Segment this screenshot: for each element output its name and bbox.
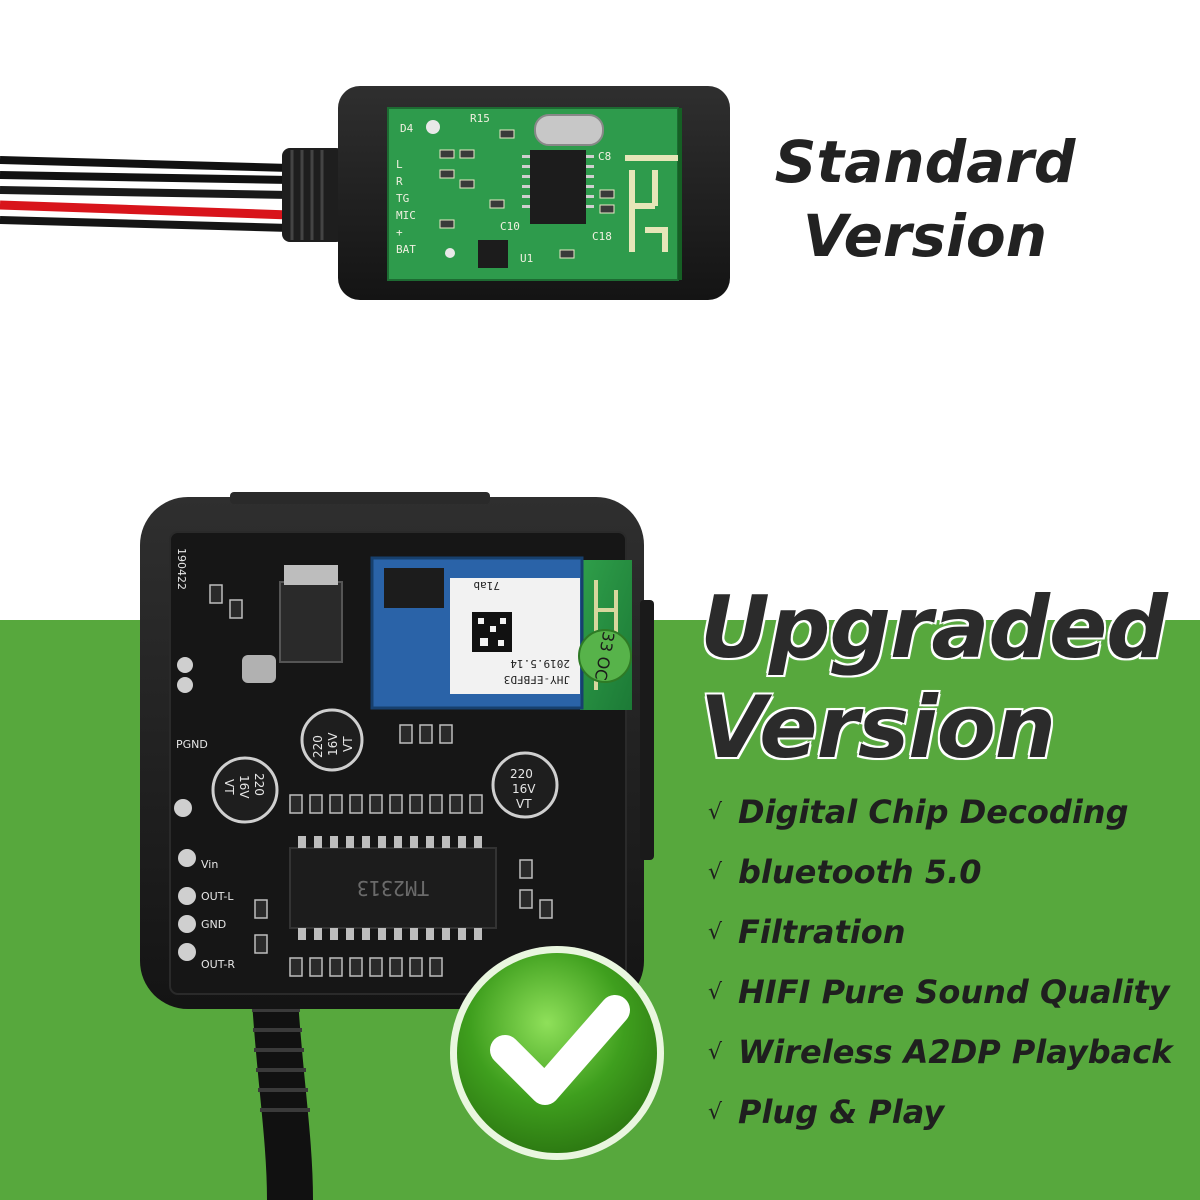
pcb-label: C10: [500, 220, 520, 233]
pcb-label: C18: [592, 230, 612, 243]
pcb-label: +: [396, 226, 403, 239]
cap-label: 16V: [326, 732, 340, 756]
upgraded-module: JHY-EFBFD3 2019.5.14 71ab 33 OC 220 16V …: [140, 492, 654, 1200]
standard-title-line2: Version: [802, 202, 1048, 270]
feature-text: Filtration: [738, 913, 906, 951]
standard-module: D4 R15 L R TG MIC + BAT C10 C18 C8 U1: [0, 86, 730, 300]
feature-list: √ Digital Chip Decoding √ bluetooth 5.0 √ F…: [708, 782, 1172, 1142]
feature-item: √ HIFI Pure Sound Quality: [708, 962, 1172, 1022]
feature-item: √ Plug & Play: [708, 1082, 1172, 1142]
standard-version-title: Standard Version: [760, 125, 1090, 273]
feature-text: Plug & Play: [738, 1093, 945, 1131]
cap-label: 220: [252, 773, 266, 796]
check-mark: √: [708, 1099, 723, 1125]
pcb-label: L: [396, 158, 403, 171]
feature-item: √ Wireless A2DP Playback: [708, 1022, 1172, 1082]
module-date-label: 2019.5.14: [510, 657, 570, 670]
feature-text: bluetooth 5.0: [738, 853, 982, 891]
module-tag-label: 71ab: [474, 579, 501, 592]
date-code-label: 190422: [175, 548, 188, 590]
cap-label: 220: [510, 767, 533, 781]
gnd-label: GND: [201, 918, 226, 931]
chip-label: TM2313: [357, 876, 429, 900]
upgraded-title-line1: Upgraded: [700, 578, 1168, 678]
check-icon: [490, 995, 630, 1105]
check-mark: √: [708, 799, 723, 825]
out-l-label: OUT-L: [201, 890, 234, 903]
vin-label: Vin: [201, 858, 218, 871]
capacitor: 220 16V VT: [211, 756, 279, 824]
cap-label: VT: [341, 736, 355, 752]
pcb-label: TG: [396, 192, 409, 205]
cap-label: 220: [311, 735, 325, 758]
capacitor: 220 16V VT: [491, 751, 559, 819]
feature-text: HIFI Pure Sound Quality: [738, 973, 1170, 1011]
pgnd-label: PGND: [176, 738, 208, 751]
check-mark: √: [708, 1039, 723, 1065]
upgraded-title-line2: Version: [700, 678, 1056, 778]
feature-text: Digital Chip Decoding: [738, 793, 1129, 831]
feature-item: √ Digital Chip Decoding: [708, 782, 1172, 842]
feature-item: √ Filtration: [708, 902, 1172, 962]
pcb-label: BAT: [396, 243, 416, 256]
pcb-label: U1: [520, 252, 533, 265]
standard-title-line1: Standard: [774, 128, 1076, 196]
cap-label: VT: [222, 779, 236, 795]
feature-item: √ bluetooth 5.0: [708, 842, 1172, 902]
check-mark: √: [708, 919, 723, 945]
check-badge: [450, 946, 664, 1160]
pcb-label: R15: [470, 112, 490, 125]
cap-label: 16V: [237, 775, 251, 799]
out-r-label: OUT-R: [201, 958, 235, 971]
cap-label: 16V: [512, 782, 536, 796]
pcb-label: C8: [598, 150, 611, 163]
pcb-label: D4: [400, 122, 414, 135]
feature-text: Wireless A2DP Playback: [738, 1033, 1173, 1071]
check-mark: √: [708, 859, 723, 885]
cap-label: VT: [516, 797, 532, 811]
pcb-label: MIC: [396, 209, 416, 222]
capacitor: 220 16V VT: [300, 708, 364, 772]
pcb-label: R: [396, 175, 403, 188]
upgraded-version-title: Upgraded Version: [700, 578, 1180, 778]
module-id-label: JHY-EFBFD3: [504, 673, 570, 686]
check-mark: √: [708, 979, 723, 1005]
